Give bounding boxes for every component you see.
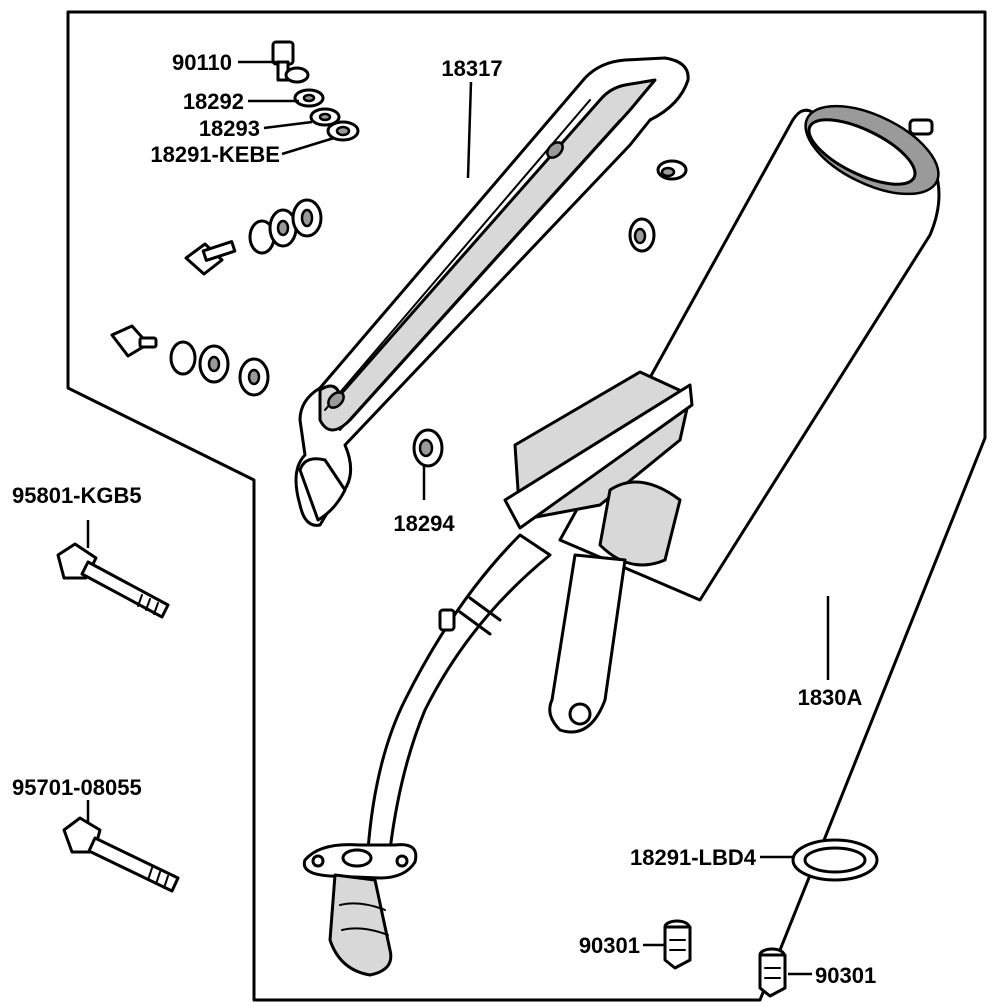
washer-18293[interactable] — [309, 107, 341, 127]
label-18291-lbd4: 18291-LBD4 — [630, 845, 757, 870]
label-18317: 18317 — [441, 56, 502, 81]
muffler-assembly[interactable] — [302, 88, 951, 977]
washer-18292[interactable] — [293, 88, 325, 108]
nut-90301-a[interactable] — [663, 919, 692, 970]
label-95801-kgb5: 95801-KGB5 — [12, 483, 142, 508]
bolt-washer-stack-lower[interactable] — [110, 324, 270, 397]
label-90301-a: 90301 — [579, 933, 640, 958]
label-18291-kebe: 18291-KEBE — [150, 142, 280, 167]
grommet-18291-kebe[interactable] — [326, 120, 360, 142]
collar-18294[interactable] — [412, 428, 444, 468]
label-18293: 18293 — [199, 116, 260, 141]
label-90110: 90110 — [172, 50, 232, 75]
heat-shield[interactable] — [294, 56, 690, 527]
label-18294: 18294 — [393, 511, 455, 536]
label-18292: 18292 — [183, 89, 244, 114]
gasket-18291-lbd4[interactable] — [791, 838, 879, 882]
top-bolt-90110[interactable] — [271, 40, 310, 84]
assembly-frame — [66, 10, 987, 1002]
nut-90301-b[interactable] — [758, 947, 787, 998]
bolt-95801-kgb5[interactable] — [56, 542, 170, 619]
label-95701-08055: 95701-08055 — [12, 775, 142, 800]
bolt-95701-08055[interactable] — [62, 816, 180, 893]
label-1830a: 1830A — [798, 685, 863, 710]
leader-lines — [86, 60, 830, 976]
bolt-washer-stack-middle[interactable] — [184, 198, 323, 276]
label-90301-b: 90301 — [815, 963, 876, 988]
shield-nut-upper[interactable] — [656, 159, 688, 181]
shield-nut-middle[interactable] — [628, 217, 656, 253]
